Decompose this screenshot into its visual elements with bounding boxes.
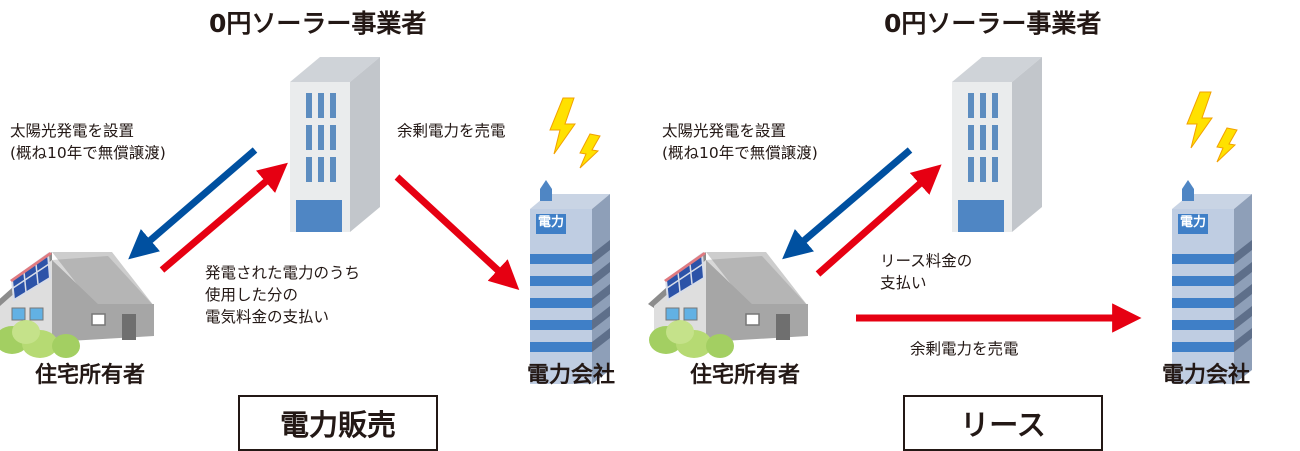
utility-sign: 電力 [1180, 215, 1207, 230]
model-label-box: 電力販売 [238, 395, 438, 451]
utility-tower-icon [1172, 180, 1252, 384]
utility-sign: 電力 [538, 215, 565, 230]
sell-label: 余剰電力を売電 [397, 122, 506, 140]
payment-arrow [159, 162, 288, 273]
homeowner-house-icon [0, 251, 155, 359]
install-arrow [782, 147, 913, 260]
install-label: 太陽光発電を設置 (概ね10年で無償譲渡) [662, 122, 818, 162]
panel-1-graphics [0, 57, 610, 384]
solar-company-label: 0円ソーラー事業者 [209, 9, 427, 38]
payment-label: 発電された電力のうち 使用した分の 電気料金の支払い [205, 264, 361, 326]
solar-company-label: 0円ソーラー事業者 [884, 9, 1102, 38]
homeowner-house-icon [647, 251, 809, 359]
lightning-icon [1186, 91, 1238, 163]
utility-label: 電力会社 [527, 363, 616, 388]
solar-company-building-icon [290, 57, 380, 232]
panel-2-graphics [647, 57, 1252, 384]
utility-label: 電力会社 [1162, 363, 1251, 388]
install-label: 太陽光発電を設置 (概ね10年で無償譲渡) [10, 122, 166, 162]
model-label: リース [960, 408, 1046, 442]
payment-label: リース料金の 支払い [880, 252, 973, 292]
payment-arrow [815, 164, 942, 277]
homeowner-label: 住宅所有者 [690, 363, 801, 388]
install-arrow [128, 147, 258, 260]
sell-label: 余剰電力を売電 [910, 340, 1019, 358]
model-label: 電力販売 [279, 408, 396, 442]
model-label-box: リース [903, 395, 1103, 451]
utility-tower-icon [530, 180, 610, 384]
sell-arrow [394, 174, 520, 290]
lightning-icon [549, 97, 601, 169]
solar-company-building-icon [952, 57, 1042, 232]
homeowner-label: 住宅所有者 [35, 363, 146, 388]
